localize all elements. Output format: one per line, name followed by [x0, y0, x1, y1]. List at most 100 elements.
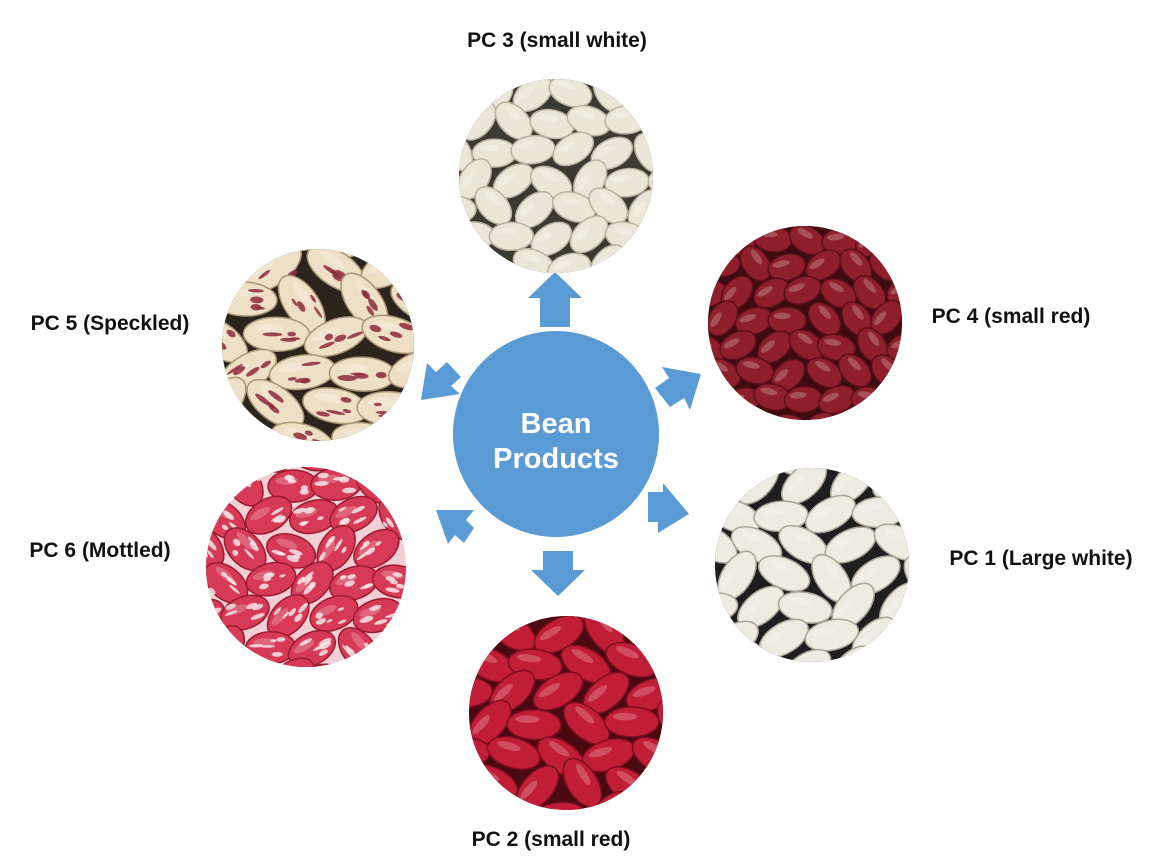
bean-spot: [197, 291, 214, 306]
bean-highlight: [517, 86, 534, 101]
bean-spot: [246, 674, 257, 679]
bean-highlight: [206, 468, 212, 489]
bean-spot: [383, 264, 393, 271]
bean: [469, 616, 509, 628]
bean: [459, 79, 477, 117]
bean-spot: [226, 262, 236, 270]
bean-spot: [428, 551, 437, 560]
bean-spot: [264, 452, 278, 463]
bean-highlight: [373, 320, 403, 333]
bean-spot: [300, 485, 309, 491]
bean: [606, 616, 657, 623]
bean-spot: [369, 432, 379, 439]
bean-highlight: [629, 259, 649, 270]
bean: [753, 277, 790, 309]
bean-spot: [246, 366, 260, 377]
bean-highlight: [773, 430, 794, 454]
bean-highlight: [654, 172, 674, 181]
bean-highlight: [337, 443, 361, 455]
bean: [902, 612, 909, 657]
bean-highlight: [575, 706, 595, 724]
bean: [806, 357, 843, 389]
bean-spot: [312, 439, 323, 441]
bean-highlight: [517, 654, 542, 663]
bean-spot: [319, 341, 335, 349]
bean-spot: [424, 615, 435, 622]
label-pc6: PC 6 (Mottled): [29, 539, 170, 562]
bean-spot: [257, 444, 265, 451]
bean-spot: [168, 582, 181, 592]
bean-spot: [255, 393, 271, 406]
bean-spot: [293, 432, 308, 441]
bean-spot: [365, 436, 375, 441]
bean-spot: [271, 507, 284, 516]
bean-spot: [316, 411, 330, 417]
bean-highlight: [852, 305, 864, 320]
bean-spot: [173, 638, 187, 650]
bean-spot: [279, 574, 286, 578]
bean: [654, 760, 663, 808]
bean-highlight: [271, 608, 289, 626]
bean-highlight: [413, 466, 433, 489]
bean-highlight: [398, 215, 429, 230]
bean-spot: [393, 260, 403, 267]
bean-highlight: [499, 616, 520, 631]
bean: [767, 253, 807, 282]
bean-spot: [212, 445, 223, 453]
product-labels: PC 3 (small white) PC 4 (small red) PC 1…: [29, 29, 1132, 851]
bean-spot: [326, 409, 346, 415]
arrow-to-pc2: [531, 551, 585, 596]
bean-spot: [209, 512, 216, 519]
bean-highlight: [715, 197, 731, 214]
bean-spot: [363, 583, 374, 589]
bean: [665, 246, 710, 284]
bean: [387, 249, 414, 250]
bean-highlight: [809, 258, 825, 270]
photo-pc1: [715, 430, 909, 662]
bean: [151, 348, 223, 396]
bean-spot: [170, 441, 176, 449]
bean-highlight: [273, 667, 296, 687]
bean-highlight: [715, 632, 736, 647]
bean: [708, 226, 740, 230]
bean-highlight: [900, 222, 915, 240]
bean-spot: [411, 367, 414, 372]
bean-highlight: [722, 235, 740, 242]
bean-spot: [221, 524, 229, 531]
bean: [719, 330, 757, 361]
bean-spot: [224, 610, 238, 616]
bean-spot: [261, 645, 275, 648]
bean-spot: [260, 360, 271, 369]
bean-highlight: [422, 54, 442, 61]
photo-pc6: [168, 441, 437, 690]
bean-spot: [360, 670, 370, 679]
bean-spot: [304, 430, 313, 436]
bean: [409, 693, 470, 750]
bean-spot: [329, 674, 338, 680]
bean-spot: [226, 329, 236, 338]
bean-highlight: [636, 626, 660, 639]
bean-highlight: [557, 141, 575, 154]
bean: [708, 226, 723, 260]
bean-spot: [168, 225, 187, 239]
arrow-to-pc3: [528, 272, 582, 327]
bean-spot: [413, 677, 426, 690]
bean-spot: [210, 444, 218, 451]
bean-spot: [174, 295, 184, 304]
bean-spot: [342, 409, 352, 414]
bean-spot: [324, 675, 334, 683]
bean-highlight: [428, 219, 448, 237]
bean-highlight: [478, 583, 499, 607]
bean: [668, 198, 709, 229]
bean-spot: [255, 430, 266, 441]
bean-spot: [249, 679, 264, 689]
bean-highlight: [715, 600, 716, 609]
bean-spot: [303, 583, 315, 595]
bean: [849, 468, 900, 472]
bean-spot: [337, 374, 357, 382]
bean-highlight: [632, 82, 653, 90]
bean-highlight: [850, 252, 863, 266]
bean-highlight: [377, 442, 401, 459]
bean-highlight: [717, 438, 743, 452]
bean-spot: [204, 395, 215, 406]
